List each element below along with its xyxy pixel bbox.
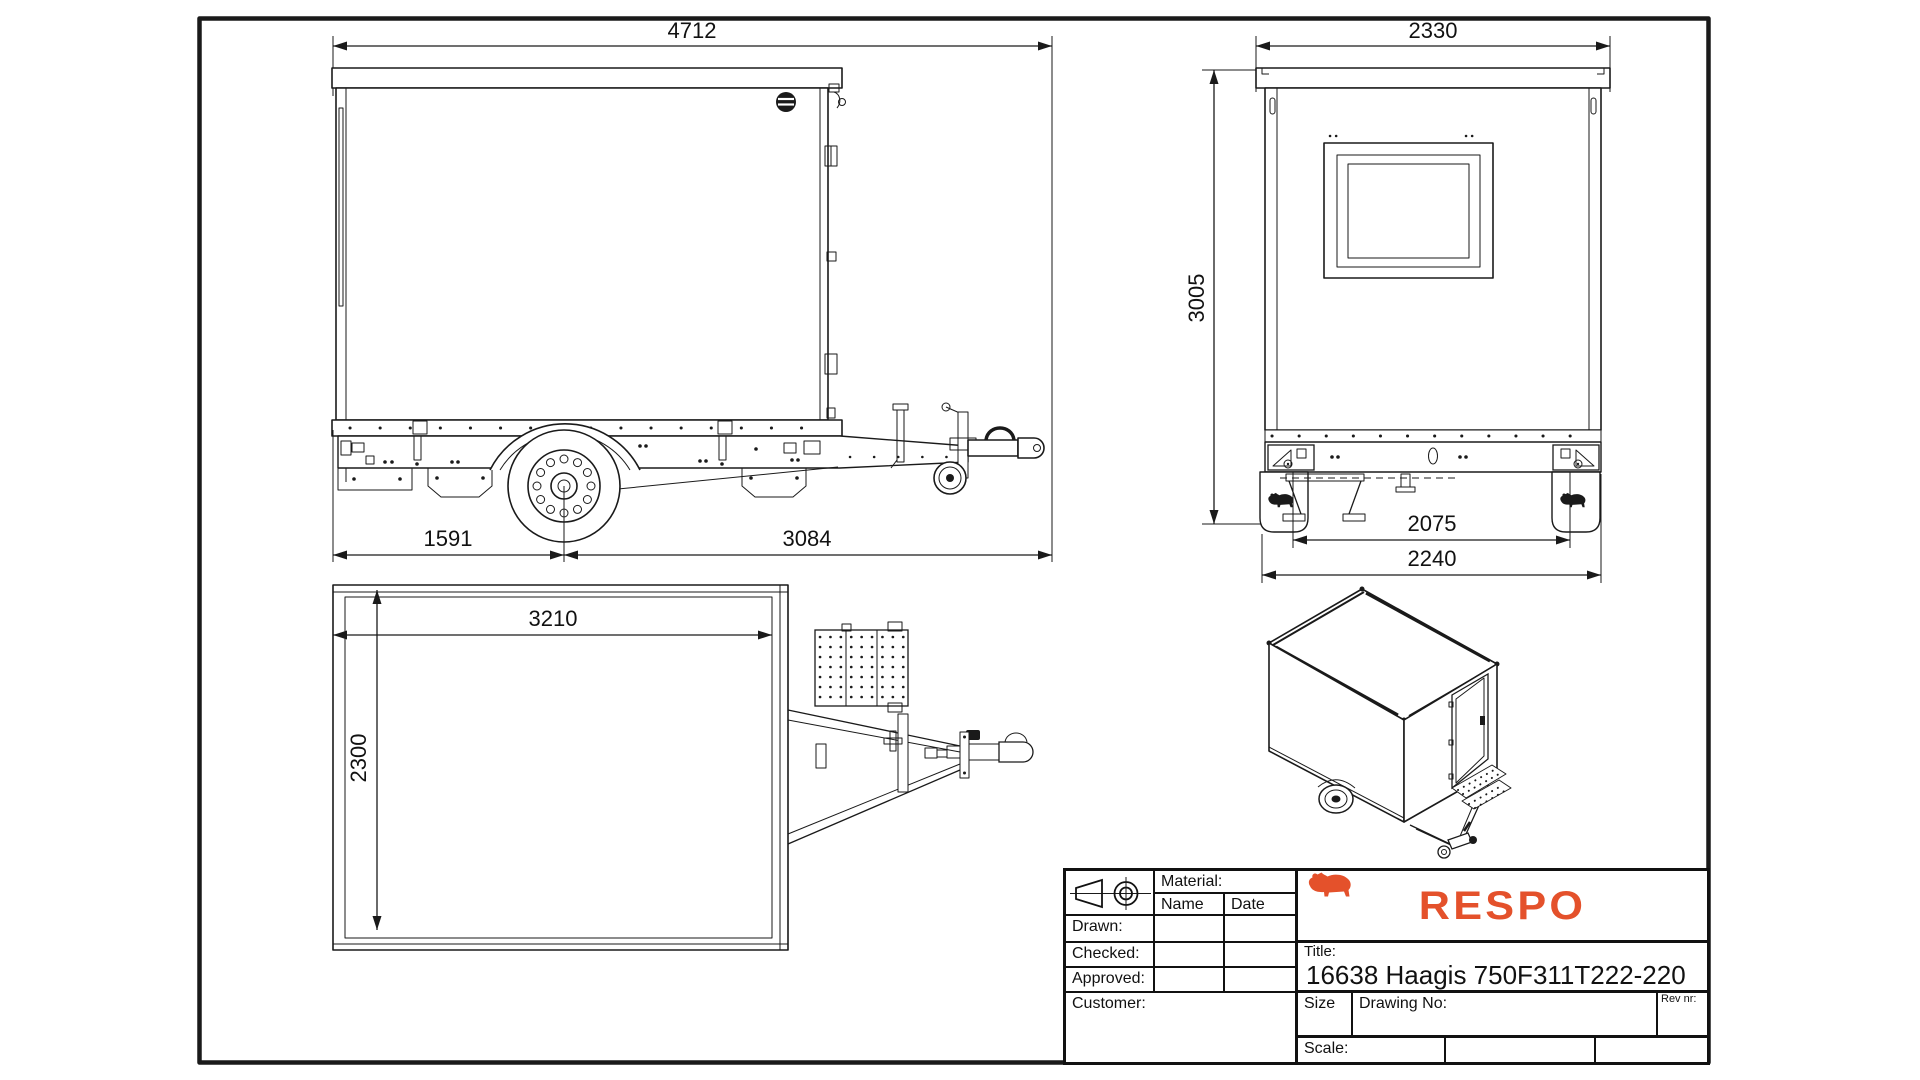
side-roof-cap <box>331 67 843 89</box>
rear-roof-cap <box>1255 67 1611 89</box>
sheet-border <box>197 16 1711 1065</box>
drawing-title: 16638 Haagis 750F311T222-220 <box>1306 960 1686 990</box>
company-logo: RESPO <box>1298 871 1707 943</box>
dimension-roof-width: 2330 <box>1255 18 1611 92</box>
title-field: Title: 16638 Haagis 750F311T222-220 <box>1298 943 1707 993</box>
dim-overall-width-label: 2240 <box>1408 546 1457 571</box>
top-view: 3210 2300 <box>332 584 1034 951</box>
first-angle-projection-icon <box>1070 877 1151 910</box>
iso-steps <box>1451 764 1512 810</box>
dimension-overall-height: 3005 <box>1184 69 1268 525</box>
iso-wheel <box>1317 779 1356 814</box>
date-column-header: Date <box>1225 894 1295 916</box>
projection-symbol <box>1066 871 1155 916</box>
dim-overall-length-label: 4712 <box>668 18 717 43</box>
iso-door <box>1448 672 1489 790</box>
dimension-inner-width: 2075 <box>1292 472 1571 548</box>
rear-mudguards <box>1259 471 1601 533</box>
rev-field: Rev nr: <box>1658 993 1707 1038</box>
chassis-details <box>337 435 839 498</box>
ramp-plates <box>814 621 909 713</box>
size-field: Size <box>1298 993 1353 1038</box>
logo-wordmark: RESPO <box>1418 883 1587 928</box>
rear-chassis-beam <box>1264 441 1602 473</box>
dimension-axle-position: 1591 3084 <box>332 430 1052 562</box>
dim-bed-length-label: 3210 <box>529 606 578 631</box>
side-body-panel <box>335 87 829 421</box>
customer-label: Customer: <box>1072 995 1146 1012</box>
rear-view: 2330 3005 <box>1184 18 1611 583</box>
dim-bed-width-label: 2300 <box>346 734 371 783</box>
dim-axle-to-coupling-label: 3084 <box>783 526 832 551</box>
dimension-bed-length: 3210 <box>333 606 772 640</box>
door-hardware <box>824 83 846 419</box>
scale-extra-cell <box>1596 1038 1707 1062</box>
top-bed-outline <box>332 584 789 951</box>
drawn-name-cell <box>1155 916 1225 943</box>
approved-label: Approved: <box>1066 968 1155 993</box>
dimension-bed-width: 2300 <box>346 590 382 930</box>
support-legs <box>1280 473 1460 522</box>
dim-overall-height-label: 3005 <box>1184 274 1209 323</box>
scale-value-cell <box>1446 1038 1596 1062</box>
dim-roof-width-label: 2330 <box>1409 18 1458 43</box>
rear-door-hinge-strip <box>338 107 344 307</box>
dim-inner-width-label: 2075 <box>1408 511 1457 536</box>
title-block: Material: Name Date Drawn: Checked: Appr… <box>1063 868 1710 1065</box>
checked-date-cell <box>1225 943 1295 968</box>
bull-logo-icon <box>1308 872 1351 897</box>
dimension-overall-length: 4712 <box>332 18 1053 562</box>
title-label: Title: <box>1304 943 1336 960</box>
drawbar-coupling <box>848 402 1045 495</box>
isometric-view <box>1266 586 1512 859</box>
scale-field: Scale: <box>1298 1038 1446 1062</box>
drawbar-plan <box>787 709 1034 845</box>
vent-cap <box>776 92 796 112</box>
approved-date-cell <box>1225 968 1295 993</box>
side-view: 4712 <box>331 18 1053 562</box>
dim-axle-to-rear-label: 1591 <box>424 526 473 551</box>
wheel-assembly <box>489 423 641 543</box>
checked-label: Checked: <box>1066 943 1155 968</box>
dimension-overall-width: 2240 <box>1261 474 1602 583</box>
drawing-no-field: Drawing No: <box>1353 993 1658 1038</box>
approved-name-cell <box>1155 968 1225 993</box>
drawn-date-cell <box>1225 916 1295 943</box>
chassis-frame <box>337 435 969 469</box>
material-label: Material: <box>1155 871 1295 894</box>
rear-window <box>1323 134 1494 279</box>
title-block-right: RESPO Title: 16638 Haagis 750F311T222-22… <box>1295 871 1707 1062</box>
name-column-header: Name <box>1155 894 1225 916</box>
rear-floor-rail <box>1264 429 1602 443</box>
drawn-label: Drawn: <box>1066 916 1155 943</box>
checked-name-cell <box>1155 943 1225 968</box>
tail-lights <box>1267 444 1600 471</box>
